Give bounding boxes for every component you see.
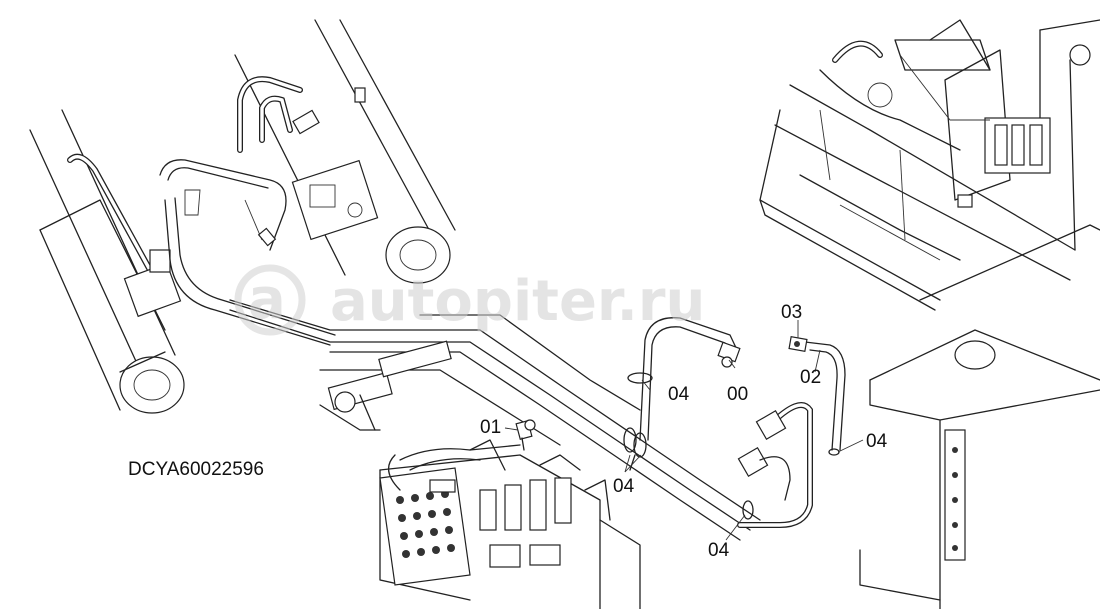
fitting-01: [515, 419, 536, 451]
drawing-code: DCYA60022596: [128, 459, 264, 480]
boom-cylinder-center: [234, 19, 456, 284]
callout-04-right: 04: [866, 431, 888, 452]
boom-cylinder-left: [29, 109, 185, 414]
callout-labels: 03 02 00 04 01 04 04 04: [480, 302, 888, 561]
control-valve-block: [379, 439, 641, 609]
hose-assembly-02: [737, 336, 846, 528]
svg-text:autopiter.ru: autopiter.ru: [330, 269, 705, 334]
hose-loop-00: [627, 317, 741, 441]
watermark: a autopiter.ru: [234, 264, 705, 336]
clamps-04: [623, 427, 647, 471]
callout-01: 01: [480, 417, 501, 438]
svg-text:a: a: [248, 267, 286, 332]
upper-frame-assembly: [759, 19, 1100, 311]
callout-03: 03: [781, 302, 802, 323]
hose-bundle-main: [159, 159, 761, 541]
valve-bolts: [396, 490, 455, 558]
callout-04-mid: 04: [613, 476, 635, 497]
callout-04-lower: 04: [708, 540, 730, 561]
callout-04-upper: 04: [668, 384, 690, 405]
lower-right-panel: [859, 224, 1100, 609]
callout-00: 00: [727, 384, 748, 405]
leader-lines: [504, 320, 864, 541]
callout-02: 02: [800, 367, 821, 388]
